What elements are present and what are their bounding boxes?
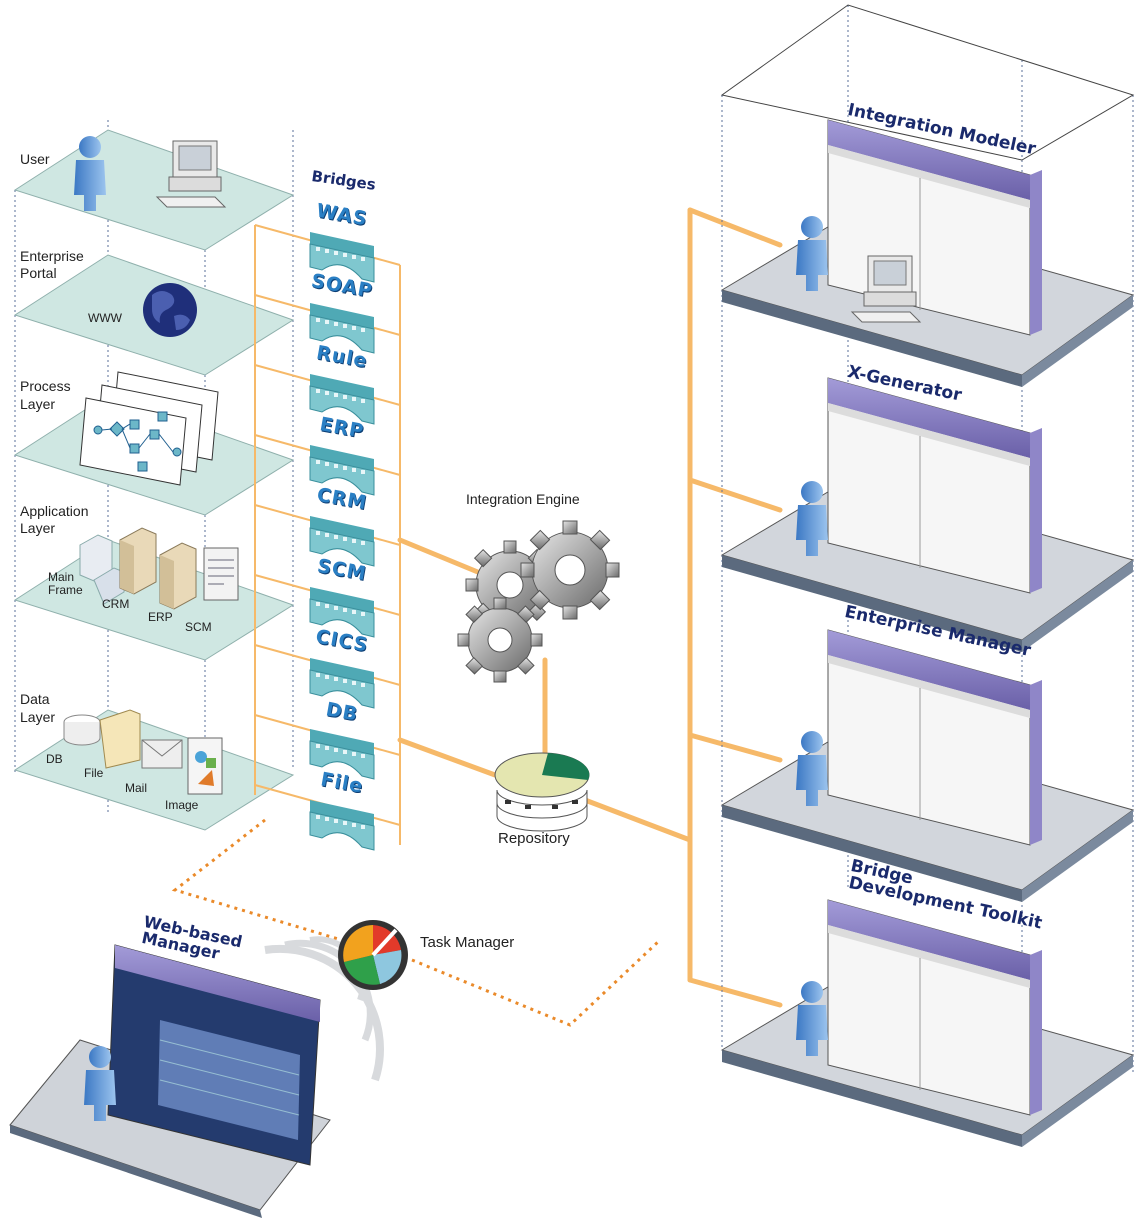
db-icon [63, 714, 101, 746]
folder-icon [99, 709, 141, 769]
scm-document-icon [203, 547, 239, 601]
mail-label: Mail [125, 781, 148, 795]
integration-engine-label: Integration Engine [466, 491, 580, 507]
bridge-crm-icon [309, 516, 375, 567]
application-layer-label-2: Layer [20, 520, 56, 536]
data-plate [13, 709, 295, 831]
bridge-was-icon [309, 232, 375, 283]
erp-label: ERP [148, 610, 173, 624]
tool-level-2 [720, 377, 1135, 652]
mainframe-label-1: Main [48, 570, 75, 584]
bridge-cics-icon [309, 658, 375, 709]
user-layer-label: User [20, 151, 50, 167]
crm-label: CRM [102, 597, 130, 611]
process-layer-label-1: Process [20, 378, 71, 394]
bridge-shapes [309, 232, 375, 851]
left-stack-guides [14, 120, 294, 830]
tool-level-1 [720, 119, 1135, 387]
repository-icon [494, 752, 590, 832]
bridge-rule-icon [309, 374, 375, 425]
globe-icon [143, 283, 197, 337]
data-layer-label-1: Data [20, 691, 50, 707]
portal-layer-label-2: Portal [20, 265, 57, 281]
process-layer-label-2: Layer [20, 396, 56, 412]
bridge-file-icon [309, 800, 375, 851]
erp-server-icon [159, 542, 197, 610]
process-diagram-icon [79, 371, 219, 486]
image-label: Image [165, 798, 199, 812]
task-manager-links [171, 818, 662, 1027]
data-layer-label-2: Layer [20, 709, 56, 725]
scm-label: SCM [185, 620, 212, 634]
image-icon [187, 737, 223, 795]
tool-level-4 [720, 899, 1135, 1147]
db-label: DB [46, 752, 63, 766]
www-label: WWW [88, 311, 122, 325]
repository-label: Repository [498, 830, 570, 847]
tower-top-outline [720, 4, 1135, 161]
bridge-db-icon [309, 729, 375, 780]
file-label: File [84, 766, 104, 780]
main-links [397, 207, 783, 1008]
bridge-erp-icon [309, 445, 375, 496]
task-manager-label: Task Manager [420, 934, 515, 951]
portal-layer-label-1: Enterprise [20, 248, 84, 264]
application-layer-label-1: Application [20, 503, 89, 519]
user-plate [13, 129, 295, 251]
web-manager-panel [9, 944, 331, 1218]
integration-engine-gears-icon [457, 520, 620, 683]
mainframe-label-2: Frame [48, 583, 83, 597]
mainframe-icon [79, 534, 125, 605]
bridge-soap-icon [309, 303, 375, 354]
task-manager-gauge-icon [264, 920, 408, 1082]
tool-level-3 [720, 629, 1135, 902]
mail-icon [141, 739, 183, 769]
bridge-scm-icon [309, 587, 375, 638]
crm-server-icon [119, 527, 157, 595]
